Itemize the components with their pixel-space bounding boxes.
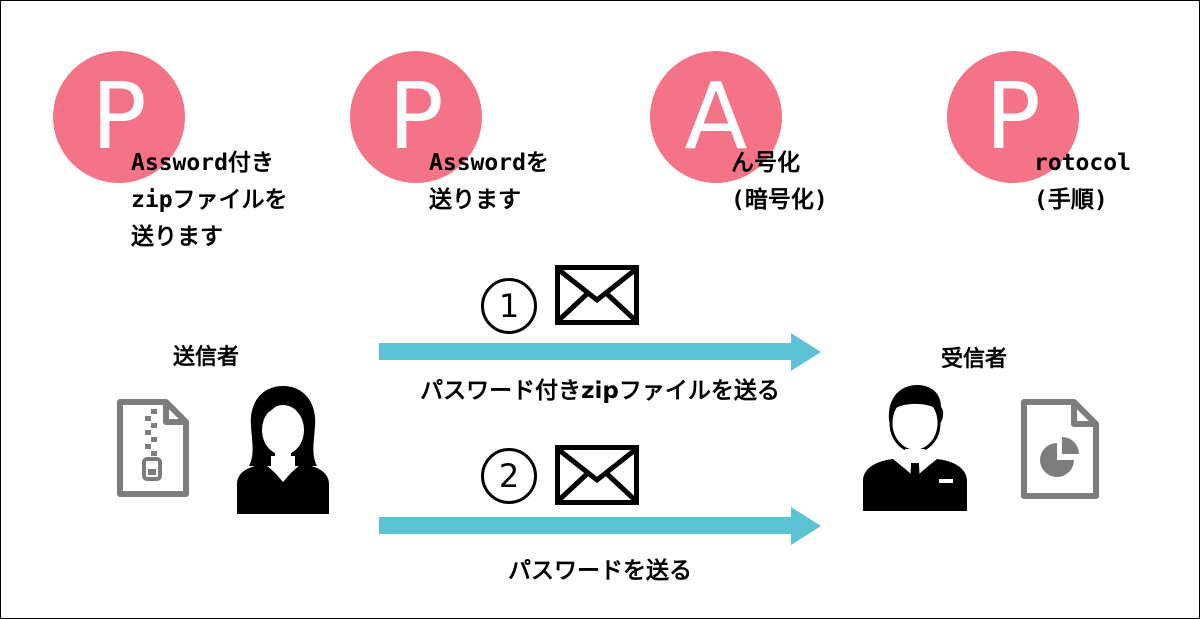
envelope-icon bbox=[555, 265, 639, 325]
sender-label: 送信者 bbox=[173, 345, 240, 370]
arrow-step-2 bbox=[379, 507, 821, 545]
ppap-text-line: rotocol bbox=[1034, 150, 1131, 176]
zip-file-icon bbox=[117, 399, 189, 497]
ppap-text-line: Asswordを bbox=[429, 150, 549, 176]
ppap-text-line: 送ります bbox=[131, 224, 223, 250]
ppap-text-line: zipファイルを bbox=[131, 187, 288, 213]
ppap-text-4: rotocol (手順) bbox=[1034, 145, 1131, 219]
step-label-1: パスワード付きzipファイルを送る bbox=[420, 378, 780, 404]
receiver-label: 受信者 bbox=[941, 347, 1008, 372]
step-label-2: パスワードを送る bbox=[508, 558, 692, 584]
chart-file-icon bbox=[1021, 399, 1099, 499]
ppap-letter-2: P bbox=[350, 51, 482, 183]
businessman-icon bbox=[863, 385, 967, 511]
ppap-text-line: Assword付き bbox=[131, 150, 274, 176]
ppap-letter-1: P bbox=[53, 51, 185, 183]
ppap-text-line: ん号化 bbox=[731, 150, 800, 176]
ppap-text-1: Assword付き zipファイルを 送ります bbox=[131, 145, 288, 256]
step-number-text: 1 bbox=[498, 287, 520, 325]
ppap-text-line: (手順) bbox=[1034, 187, 1108, 213]
ppap-letter-3: A bbox=[650, 51, 782, 183]
ppap-letter-4: P bbox=[947, 51, 1079, 183]
ppap-text-2: Asswordを 送ります bbox=[429, 145, 549, 219]
envelope-icon bbox=[555, 445, 639, 505]
ppap-text-3: ん号化 (暗号化) bbox=[731, 145, 828, 219]
step-number-text: 2 bbox=[498, 457, 520, 495]
businesswoman-icon bbox=[237, 386, 329, 514]
step-number-1: 1 bbox=[481, 278, 537, 334]
ppap-text-line: (暗号化) bbox=[731, 187, 828, 213]
ppap-text-line: 送ります bbox=[429, 187, 521, 213]
arrow-step-1 bbox=[379, 333, 821, 371]
step-number-2: 2 bbox=[481, 448, 537, 504]
